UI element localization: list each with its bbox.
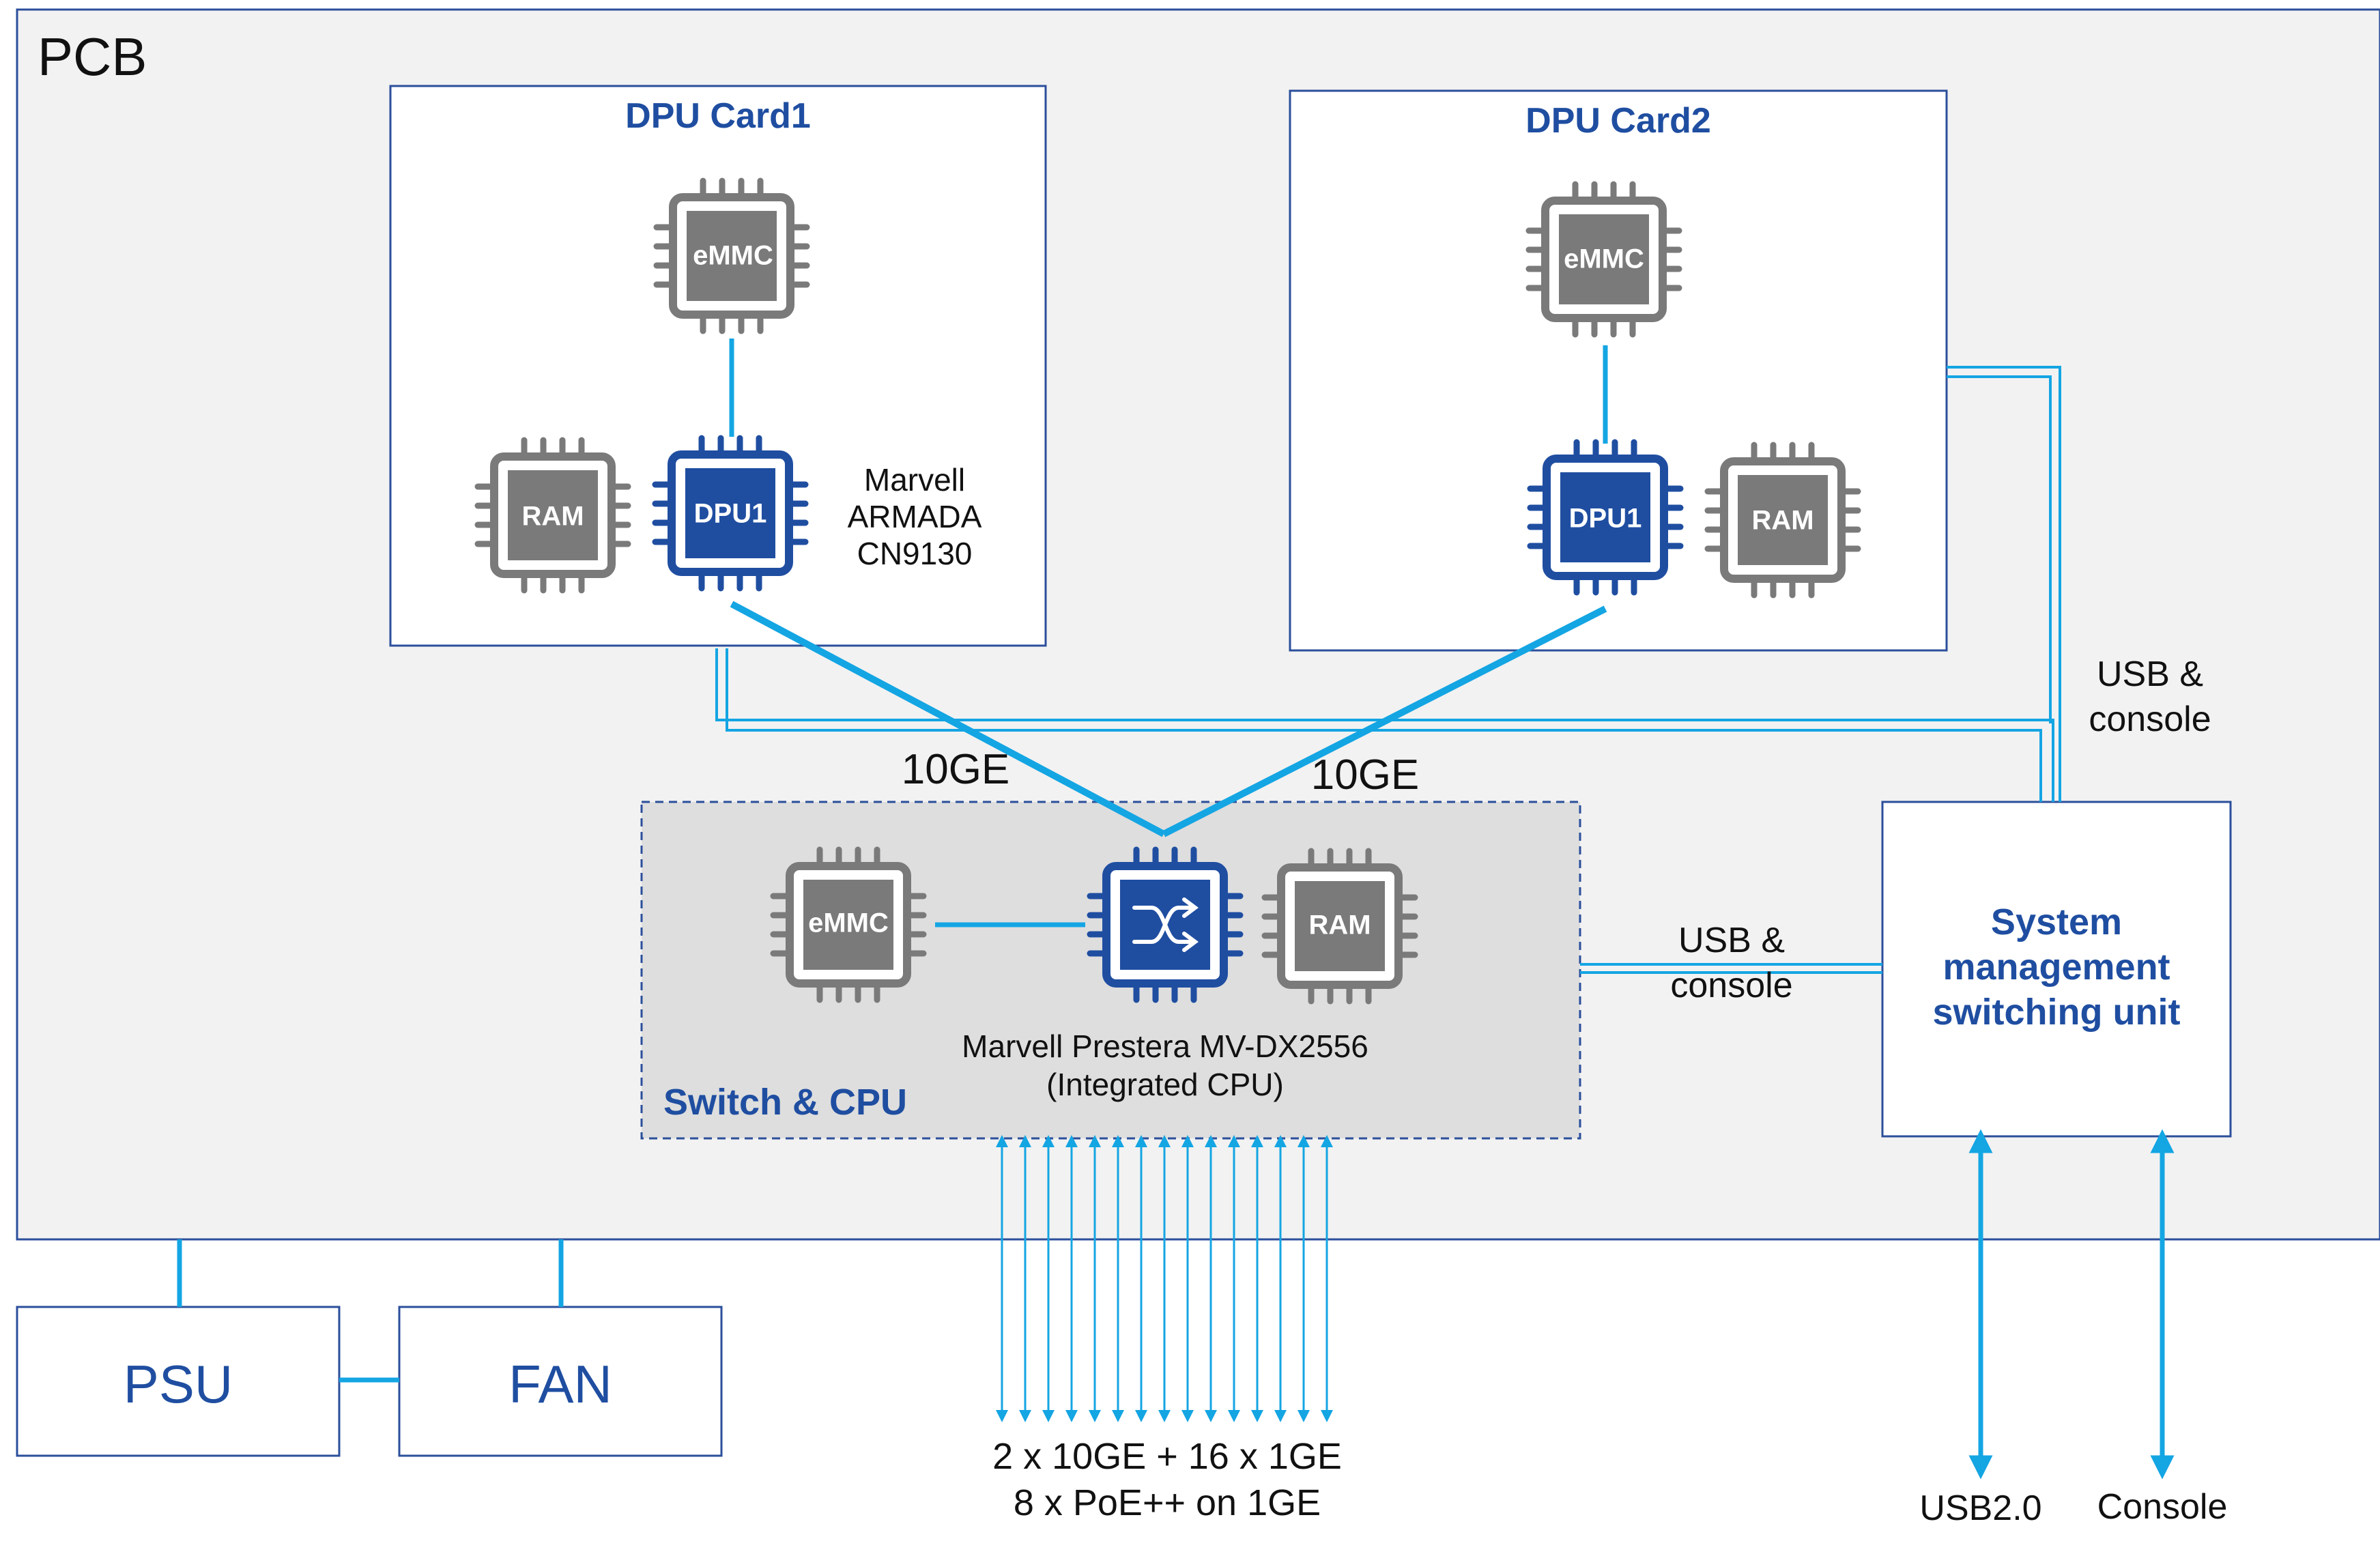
link-10ge-card2 xyxy=(1162,605,1607,837)
console-label: Console xyxy=(2097,1487,2228,1527)
card1-emmc-label: eMMC xyxy=(693,240,773,271)
fan-box xyxy=(398,1306,723,1457)
switch-emmc-chip xyxy=(770,846,927,1003)
switch-arrows-icon xyxy=(1132,897,1199,952)
psu-label: PSU xyxy=(123,1354,233,1414)
dpu-card1-title: DPU Card1 xyxy=(625,96,811,136)
switch-chip-line-2: (Integrated CPU) xyxy=(1046,1067,1284,1102)
usb-console-upper-line-1: USB & xyxy=(2096,654,2204,694)
card2-emmc-label: eMMC xyxy=(1564,244,1644,274)
usb-console-upper-line-2: console xyxy=(2089,700,2211,739)
smu-label: System management switching unit xyxy=(1933,900,2181,1035)
card2-ram-chip xyxy=(1704,442,1861,599)
ports-label: 2 x 10GE + 16 x 1GE 8 x PoE++ on 1GE xyxy=(992,1433,1342,1526)
pcb-label: PCB xyxy=(38,27,147,87)
link-10ge-card1 xyxy=(730,601,1166,837)
left-10ge-label: 10GE xyxy=(901,746,1010,793)
switch-chip-line-1: Marvell Prestera MV-DX2556 xyxy=(962,1028,1368,1064)
card2-ram-label: RAM xyxy=(1751,505,1814,536)
card2-dpu-chip xyxy=(1527,439,1684,596)
card1-emmc-chip xyxy=(653,177,810,334)
usb-console-lower-label: USB & console xyxy=(1670,918,1792,1008)
switch-ram-label: RAM xyxy=(1308,910,1371,940)
dpu-card1-cpu-label: Marvell ARMADA CN9130 xyxy=(848,461,982,572)
switch-chip-label: Marvell Prestera MV-DX2556 (Integrated C… xyxy=(962,1027,1368,1104)
smu-line-1: System xyxy=(1990,902,2123,943)
dpu-card2-title: DPU Card2 xyxy=(1525,101,1711,141)
ports-line-2: 8 x PoE++ on 1GE xyxy=(1013,1482,1321,1523)
card2-dpu-label: DPU1 xyxy=(1568,503,1642,534)
card1-dpu-chip xyxy=(652,435,809,592)
cpu-line-2: ARMADA xyxy=(847,499,982,534)
switch-asic-chip xyxy=(1087,846,1244,1003)
smu-box xyxy=(1881,801,2232,1138)
switch-cpu-title: Switch & CPU xyxy=(663,1082,908,1123)
smu-line-2: management xyxy=(1942,947,2170,988)
usb-console-lower-line-1: USB & xyxy=(1678,921,1786,960)
usb-console-bus-lower xyxy=(1580,963,1882,974)
port-arrows xyxy=(996,1135,1333,1422)
smu-line-3: switching unit xyxy=(1932,992,2181,1033)
cpu-line-3: CN9130 xyxy=(857,536,973,571)
usb-console-lower-line-2: console xyxy=(1670,966,1793,1005)
card1-dpu-label: DPU1 xyxy=(693,498,767,529)
ports-line-1: 2 x 10GE + 16 x 1GE xyxy=(992,1436,1342,1477)
card1-ram-label: RAM xyxy=(521,501,584,532)
switch-ram-chip xyxy=(1261,848,1418,1005)
card2-emmc-chip xyxy=(1525,181,1682,338)
card1-ram-chip xyxy=(474,437,631,594)
usb2-label: USB2.0 xyxy=(1919,1488,2042,1528)
switch-emmc-label: eMMC xyxy=(808,908,889,938)
fan-label: FAN xyxy=(508,1354,612,1414)
right-10ge-label: 10GE xyxy=(1310,751,1420,798)
cpu-line-1: Marvell xyxy=(863,462,966,498)
usb-console-upper-label: USB & console xyxy=(2089,652,2211,742)
